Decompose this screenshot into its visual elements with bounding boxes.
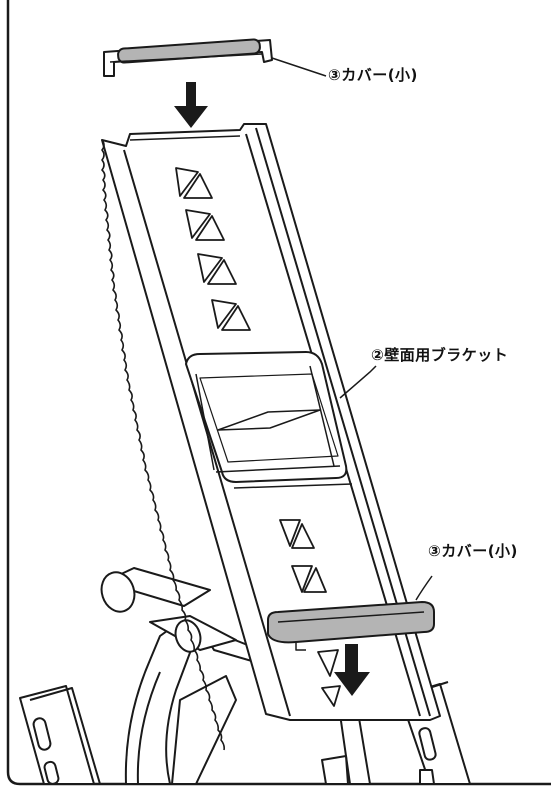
down-arrow-icon-bottom [334,644,370,696]
down-arrow-icon-top [174,82,208,128]
leader-line-cover-top [271,57,327,77]
callout-cover-small-top: ③カバー(小) [328,66,418,84]
cover-small-bottom [267,601,435,651]
leader-line-bracket [339,365,377,399]
bracket-triangle-cutouts-upper [175,167,251,331]
leader-line-cover-bottom [415,575,433,601]
bracket-serrated-edge [101,139,225,751]
callout-wall-bracket: ②壁面用ブラケット [371,346,509,364]
cover-small-top [103,38,273,77]
callout-cover-small-bottom: ③カバー(小) [428,542,518,560]
bracket-diamond [217,409,321,431]
wall-bracket [101,123,441,751]
page-border [6,0,551,786]
